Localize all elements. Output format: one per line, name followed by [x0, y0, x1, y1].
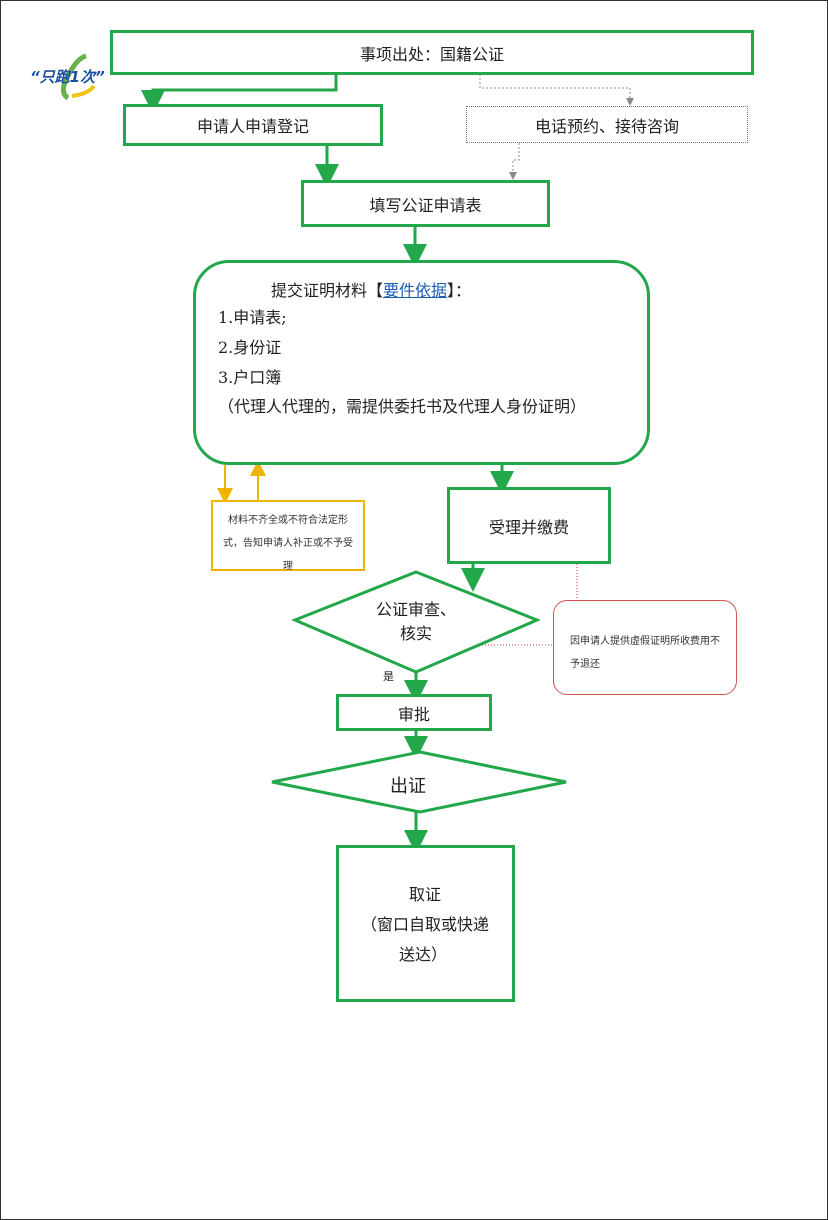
materials-item: 1.申请表;	[218, 308, 287, 327]
requirements-link[interactable]: 要件依据	[383, 281, 448, 300]
materials-heading: 提交证明材料【要件依据】：	[271, 277, 471, 301]
review-diamond	[291, 570, 541, 674]
materials-item: 3.户口簿	[218, 368, 282, 387]
logo-text: “只跑1次”	[30, 68, 105, 86]
collect-box: 取证 （窗口自取或快递 送达）	[336, 845, 515, 1002]
title-box: 事项出处： 国籍公证	[110, 30, 754, 75]
incomplete-note-text: 材料不齐全或不符合法定形式，告知申请人补正或不予受理	[223, 515, 353, 572]
fill-form-box: 填写公证申请表	[301, 180, 550, 227]
yes-label: 是	[383, 670, 394, 683]
logo: “只跑1次”	[28, 52, 114, 102]
issue-diamond	[271, 750, 567, 814]
title-prefix: 事项出处：	[359, 44, 440, 64]
collect-line1: 取证	[409, 885, 442, 904]
collect-line3: 送达）	[399, 945, 448, 964]
collect-line2: （窗口自取或快递	[361, 915, 490, 934]
materials-box: 提交证明材料【要件依据】： 1.申请表; 2.身份证 3.户口簿 （代理人代理的…	[193, 260, 650, 465]
fill-form-label: 填写公证申请表	[369, 195, 482, 215]
materials-item: 2.身份证	[218, 338, 282, 357]
review-label-line1: 公证审查、	[375, 600, 456, 619]
issue-label: 出证	[390, 776, 426, 797]
title-name: 国籍公证	[440, 44, 505, 64]
approve-box: 审批	[336, 694, 492, 731]
logo-swoosh-icon	[61, 53, 96, 101]
accept-box: 受理并缴费	[447, 487, 611, 564]
phone-label: 电话预约、接待咨询	[534, 116, 679, 136]
review-label: 公证审查、 核实	[366, 598, 466, 646]
materials-note: （代理人代理的，需提供委托书及代理人身份证明）	[218, 397, 587, 416]
register-label: 申请人申请登记	[196, 117, 309, 136]
false-proof-note-box: 因申请人提供虚假证明所收费用不予退还	[553, 600, 737, 695]
accept-label: 受理并缴费	[488, 517, 569, 537]
materials-heading-before: 提交证明材料【	[271, 281, 384, 300]
materials-heading-after: 】：	[447, 281, 472, 300]
register-box: 申请人申请登记	[123, 104, 383, 146]
incomplete-note-box: 材料不齐全或不符合法定形式，告知申请人补正或不予受理	[211, 500, 365, 572]
materials-list: 1.申请表; 2.身份证 3.户口簿	[218, 303, 287, 393]
phone-box: 电话预约、接待咨询	[466, 106, 748, 143]
approve-label: 审批	[397, 704, 430, 724]
review-label-line2: 核实	[399, 624, 432, 643]
false-proof-note-text: 因申请人提供虚假证明所收费用不予退还	[570, 636, 720, 670]
